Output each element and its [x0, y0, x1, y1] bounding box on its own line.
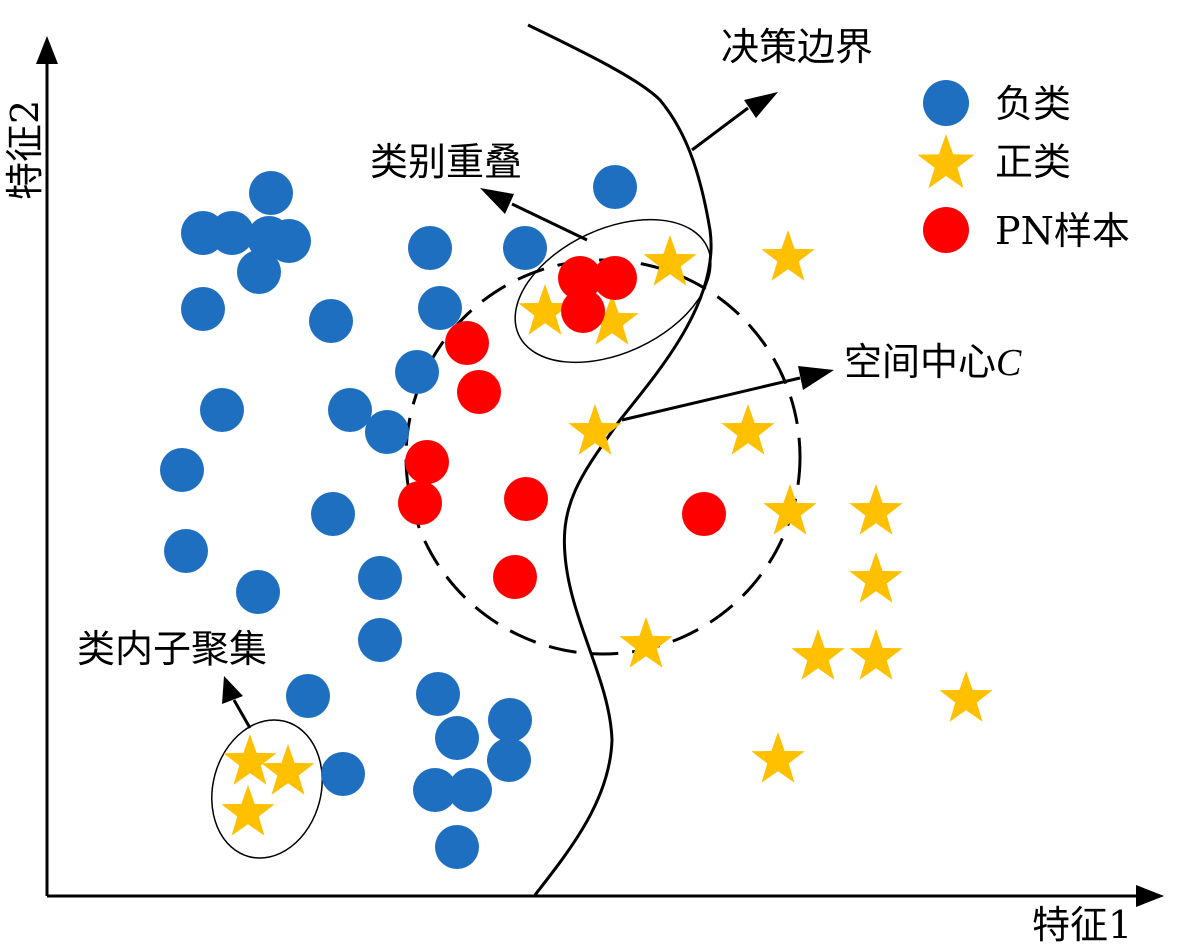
negative-sample [286, 674, 330, 718]
positive-sample-star [761, 230, 815, 281]
pn-sample [561, 289, 605, 333]
legend-pn-label: PN样本 [995, 209, 1130, 253]
positive-sample-star [261, 744, 315, 795]
pn-sample [457, 370, 501, 414]
negative-sample [408, 226, 452, 270]
sub-cluster-label: 类内子聚集 [77, 627, 267, 671]
y-axis-label: 特征2 [3, 100, 47, 200]
negative-sample [593, 165, 637, 209]
class-overlap-ellipse [514, 218, 712, 364]
negative-sample [488, 698, 532, 742]
x-axis-arrowhead [1136, 885, 1164, 907]
negative-sample [164, 529, 208, 573]
negative-sample [487, 738, 531, 782]
pn-sample [593, 256, 637, 300]
negative-sample [503, 226, 547, 270]
negative-sample [416, 672, 460, 716]
positive-sample-star [223, 734, 277, 785]
negative-sample [358, 618, 402, 662]
spatial-center-text: 空间中心 [844, 340, 996, 384]
sub-cluster-ellipse [211, 719, 323, 859]
negative-sample [236, 570, 280, 614]
spatial-center-arrow [621, 376, 801, 422]
pn-sample [504, 477, 548, 521]
legend: 负类 正类 PN样本 [917, 80, 1130, 253]
positive-sample-star [721, 404, 775, 455]
positive-sample-star [585, 294, 639, 345]
negative-sample [395, 350, 439, 394]
positive-points [221, 230, 993, 836]
pn-sample [493, 555, 537, 599]
negative-sample [418, 286, 462, 330]
positive-sample-star [568, 404, 622, 455]
annotation-arrows [222, 92, 834, 729]
class-overlap-label: 类别重叠 [370, 140, 522, 184]
positive-sample-star [849, 484, 903, 535]
spatial-center-label: 空间中心C [844, 340, 1022, 384]
pn-sample [398, 481, 442, 525]
negative-sample [267, 219, 311, 263]
positive-sample-star [939, 671, 993, 722]
sub-cluster-arrow [232, 699, 252, 729]
positive-sample-star [643, 235, 697, 286]
negative-sample [237, 250, 281, 294]
negative-sample [309, 299, 353, 343]
legend-negative-label: 负类 [995, 82, 1071, 126]
negative-sample [413, 768, 457, 812]
spatial-center-symbol: C [996, 342, 1022, 384]
negative-sample [321, 752, 365, 796]
positive-sample-star [221, 785, 275, 836]
legend-positive-label: 正类 [995, 140, 1071, 184]
class-overlap-arrow [511, 202, 588, 242]
sub-cluster-arrowhead [222, 676, 243, 704]
decision-boundary-curve [527, 23, 713, 896]
positive-sample-star [751, 732, 805, 783]
pn-sample [682, 492, 726, 536]
negative-sample [435, 716, 479, 760]
decision-boundary-arrowhead [744, 92, 778, 118]
y-axis-arrowhead [36, 36, 58, 64]
positive-sample-star [849, 552, 903, 603]
spatial-center-arrowhead [798, 366, 834, 390]
x-axis-label: 特征1 [1032, 903, 1132, 947]
pn-sample [445, 321, 489, 365]
positive-sample-star [791, 629, 845, 680]
negative-sample [200, 388, 244, 432]
negative-sample [249, 171, 293, 215]
negative-sample [365, 410, 409, 454]
pn-points [398, 256, 726, 599]
legend-positive-marker [917, 134, 975, 189]
negative-sample [160, 448, 204, 492]
positive-sample-star [619, 617, 673, 668]
legend-negative-marker [923, 80, 969, 126]
positive-sample-star [763, 484, 817, 535]
pn-sample [405, 440, 449, 484]
negative-sample [328, 388, 372, 432]
decision-boundary-label: 决策边界 [721, 25, 873, 69]
axes [36, 36, 1164, 907]
negative-sample [448, 768, 492, 812]
pn-sample [558, 256, 602, 300]
negative-sample [210, 211, 254, 255]
negative-sample [358, 556, 402, 600]
negative-points [160, 165, 637, 869]
positive-sample-star [518, 284, 572, 335]
legend-pn-marker [923, 207, 969, 253]
negative-sample [435, 825, 479, 869]
negative-sample [181, 287, 225, 331]
negative-sample [311, 492, 355, 536]
decision-boundary-arrow [691, 106, 749, 152]
class-overlap-arrowhead [480, 188, 514, 214]
positive-sample-star [849, 629, 903, 680]
